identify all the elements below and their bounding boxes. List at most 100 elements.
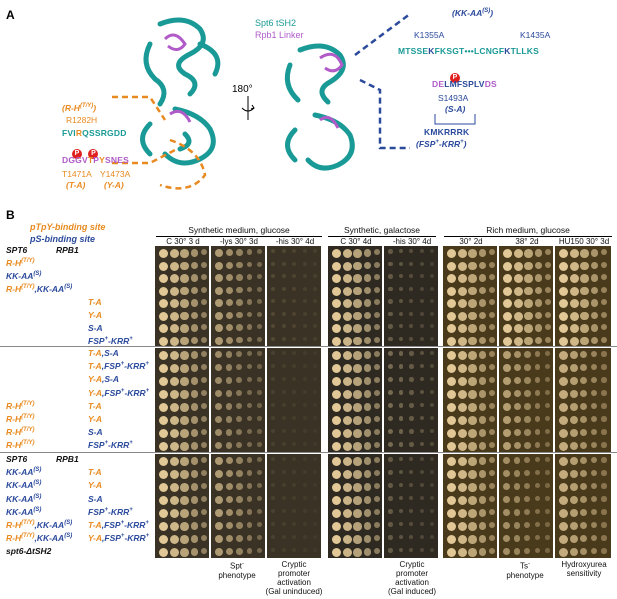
spot [468, 548, 477, 557]
spot [225, 416, 233, 423]
spot [601, 470, 607, 476]
spot [225, 311, 233, 319]
spot [580, 274, 589, 283]
spot [569, 261, 579, 271]
spot [257, 377, 262, 382]
spot [281, 261, 286, 266]
spot [524, 351, 531, 358]
spot [225, 496, 233, 504]
spot [281, 311, 286, 316]
plate-image [328, 348, 382, 452]
spot [313, 286, 317, 291]
spot [545, 429, 551, 435]
strain-spt6-label: R-H(T/Y),KK-AA(S) [6, 533, 73, 544]
spot [419, 249, 424, 253]
footer-spt-phenotype: Spt-phenotype [218, 561, 256, 580]
spot [388, 311, 393, 316]
spot [374, 509, 381, 516]
spot [180, 429, 189, 438]
legend-rpb1-linker: Rpb1 Linker [255, 30, 304, 40]
strain-spt6-label: SPT6 [6, 454, 28, 464]
spot [447, 299, 456, 308]
spot [468, 377, 477, 386]
spot [342, 377, 352, 386]
spot [398, 377, 404, 382]
strain-spt6-label: SPT6 [6, 245, 28, 255]
spot [601, 311, 608, 318]
spot [513, 286, 523, 296]
spot [342, 548, 352, 557]
spot [398, 311, 403, 316]
spot [388, 509, 393, 514]
spot [353, 483, 362, 492]
spot [478, 274, 487, 282]
spot [513, 249, 523, 258]
spot [215, 457, 224, 466]
spot [180, 390, 189, 399]
spot [313, 324, 317, 328]
spot [225, 509, 233, 517]
spot [246, 274, 253, 280]
strain-rpb1-label: Y-A [88, 480, 103, 491]
spot [524, 457, 530, 463]
spot [353, 403, 362, 412]
spot [257, 351, 262, 356]
spot [374, 496, 381, 503]
protein-structure-right [284, 43, 355, 171]
spot [559, 457, 568, 466]
spot [534, 522, 540, 528]
spot [524, 311, 533, 321]
spot [363, 377, 372, 385]
spot [363, 429, 372, 437]
spot [457, 429, 467, 438]
spot [534, 416, 541, 422]
spot [590, 457, 597, 464]
spot [201, 274, 208, 281]
spot [313, 261, 317, 266]
spot [374, 403, 381, 410]
spot [201, 416, 208, 423]
spot [169, 496, 179, 505]
spot [457, 522, 467, 531]
spot [503, 496, 511, 504]
spot [457, 470, 467, 479]
spot [545, 351, 551, 357]
spot [534, 324, 543, 332]
spot [342, 299, 352, 308]
spot [271, 311, 275, 316]
spot [281, 390, 286, 394]
spot [302, 442, 307, 446]
strain-rpb1-label: FSP+-KRR+ [88, 440, 133, 451]
strain-spt6-label: R-H(T/Y) [6, 400, 35, 411]
spot [201, 496, 208, 503]
spot [569, 336, 579, 346]
spot [215, 336, 224, 345]
spot [534, 390, 541, 396]
spot [457, 416, 467, 425]
spot [419, 509, 424, 513]
spot [447, 416, 456, 425]
spot [398, 403, 404, 408]
spot [601, 390, 607, 396]
spot [503, 249, 512, 258]
spot [374, 442, 381, 449]
spot [363, 364, 372, 372]
spot [580, 324, 589, 333]
spot [201, 261, 208, 268]
spot [601, 336, 608, 343]
spot [271, 390, 275, 394]
spot [353, 377, 362, 386]
spot [180, 274, 189, 283]
spot [342, 429, 352, 438]
spot [524, 509, 530, 515]
spot [580, 442, 588, 450]
spot [545, 390, 551, 396]
spot [513, 324, 523, 333]
spot [246, 548, 253, 554]
spot [569, 299, 579, 308]
spot [524, 377, 531, 384]
spot [257, 274, 263, 280]
plate-image [211, 348, 265, 452]
spot [353, 299, 362, 308]
